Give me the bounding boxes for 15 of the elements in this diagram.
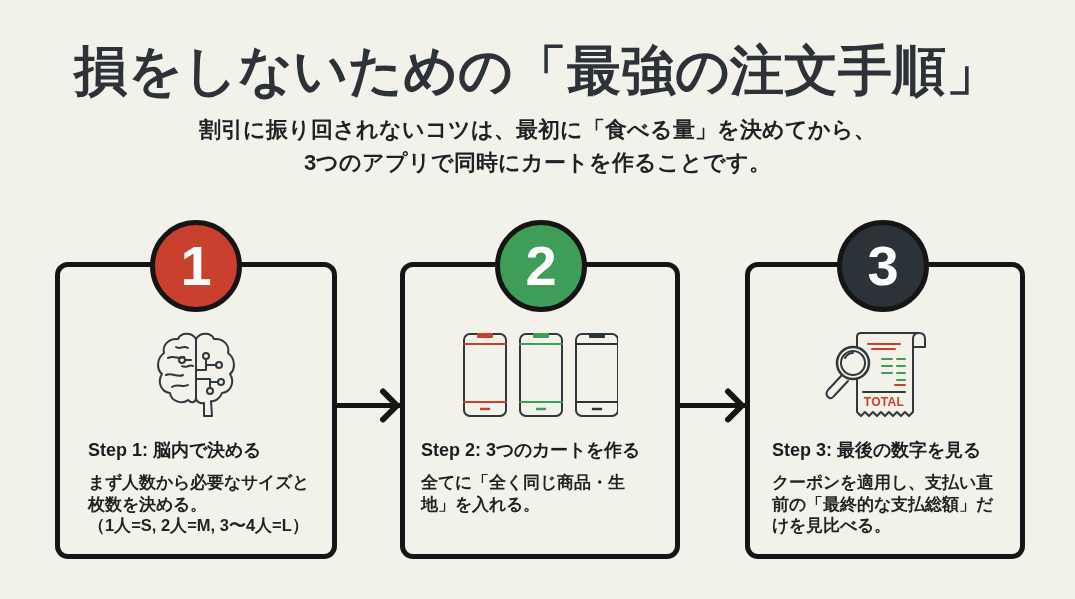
step-description: 全てに「全く同じ商品・生地」を入れる。 bbox=[421, 472, 626, 515]
step-number-badge: 3 bbox=[837, 220, 929, 312]
step-heading: Step 3: 最後の数字を見る bbox=[772, 439, 982, 462]
arrow bbox=[337, 388, 400, 423]
title: 損をしないための「最強の注文手順」 bbox=[74, 39, 1000, 102]
step-heading: Step 1: 脳内で決める bbox=[88, 439, 262, 462]
total-label: TOTAL bbox=[863, 396, 905, 409]
step-number-badge: 1 bbox=[150, 220, 242, 312]
step-number-badge: 2 bbox=[495, 220, 587, 312]
step-heading: Step 2: 3つのカートを作る bbox=[421, 439, 642, 462]
subtitle: 割引に振り回されないコツは、最初に「食べる量」を決めてから、3つのアプリで同時にカートを作ることです。 bbox=[198, 116, 877, 177]
arrow bbox=[680, 388, 745, 423]
step-description: まず人数から必要なサイズと枚数を決める。 bbox=[88, 472, 310, 515]
step-description: （1人=S, 2人=M, 3〜4人=L） bbox=[88, 515, 310, 537]
step-description: クーポンを適用し、支払い直前の「最終的な支払総額」だけを見比べる。 bbox=[772, 472, 994, 537]
